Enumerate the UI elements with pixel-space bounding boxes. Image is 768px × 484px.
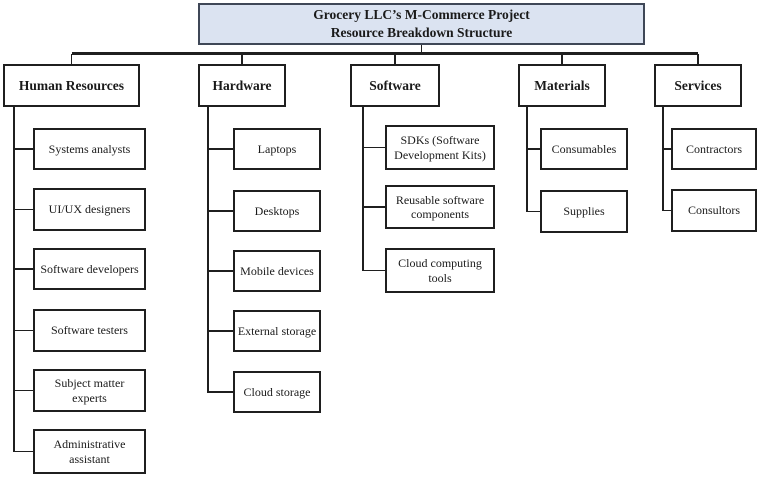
title-line-1: Grocery LLC’s M-Commerce Project xyxy=(313,7,530,22)
item-box-consumables: Consumables xyxy=(540,128,628,170)
column-line-services xyxy=(662,107,664,212)
category-label-materials: Materials xyxy=(534,77,590,93)
item-connector-supplies xyxy=(526,210,540,213)
item-label-sdks-software-development-kits: SDKs (Software Development Kits) xyxy=(394,133,486,162)
item-connector-consumables xyxy=(526,148,540,150)
item-label-mobile-devices: Mobile devices xyxy=(240,263,314,278)
item-connector-mobile-devices xyxy=(207,270,233,272)
trunk-line xyxy=(71,52,698,55)
item-connector-reusable-software-components xyxy=(362,206,385,208)
category-box-hardware: Hardware xyxy=(198,64,286,107)
item-label-cloud-storage: Cloud storage xyxy=(243,384,311,399)
item-box-subject-matter-experts: Subject matter experts xyxy=(33,369,146,412)
item-label-desktops: Desktops xyxy=(254,203,300,218)
item-label-contractors: Contractors xyxy=(686,141,742,156)
item-box-systems-analysts: Systems analysts xyxy=(33,128,146,170)
item-box-laptops: Laptops xyxy=(233,128,321,170)
item-box-software-testers: Software testers xyxy=(33,309,146,352)
category-label-hardware: Hardware xyxy=(212,77,272,93)
item-label-cloud-computing-tools: Cloud computing tools xyxy=(398,256,482,285)
column-line-human-resources xyxy=(13,107,15,453)
category-connector-materials xyxy=(561,54,563,64)
category-label-software: Software xyxy=(369,77,421,93)
item-label-subject-matter-experts: Subject matter experts xyxy=(54,376,125,405)
item-box-administrative-assistant: Administrative assistant xyxy=(33,429,146,474)
item-label-supplies: Supplies xyxy=(563,204,605,219)
item-label-systems-analysts: Systems analysts xyxy=(48,141,131,156)
item-box-software-developers: Software developers xyxy=(33,248,146,290)
item-label-external-storage: External storage xyxy=(237,323,317,338)
item-label-consultors: Consultors xyxy=(687,203,740,218)
title-line-2: Resource Breakdown Structure xyxy=(330,25,513,40)
category-box-software: Software xyxy=(350,64,440,107)
item-box-mobile-devices: Mobile devices xyxy=(233,250,321,292)
item-box-desktops: Desktops xyxy=(233,190,321,232)
category-connector-software xyxy=(394,54,396,64)
category-connector-hardware xyxy=(241,54,243,64)
item-box-external-storage: External storage xyxy=(233,310,321,352)
item-label-software-developers: Software developers xyxy=(40,261,139,276)
item-connector-consultors xyxy=(662,209,671,212)
item-connector-cloud-storage xyxy=(207,391,233,393)
title-box: Grocery LLC’s M-Commerce Project Resourc… xyxy=(198,3,645,45)
item-box-cloud-storage: Cloud storage xyxy=(233,371,321,413)
item-box-consultors: Consultors xyxy=(671,189,757,232)
column-line-hardware xyxy=(207,107,209,393)
item-connector-subject-matter-experts xyxy=(13,389,33,392)
item-connector-ui-ux-designers xyxy=(13,208,33,211)
category-box-materials: Materials xyxy=(518,64,606,107)
item-label-ui-ux-designers: UI/UX designers xyxy=(48,202,131,217)
category-connector-human-resources xyxy=(70,54,73,64)
category-label-human-resources: Human Resources xyxy=(18,77,125,93)
item-connector-contractors xyxy=(662,148,671,150)
item-connector-desktops xyxy=(207,210,233,212)
item-connector-external-storage xyxy=(207,330,233,332)
item-box-ui-ux-designers: UI/UX designers xyxy=(33,188,146,231)
item-box-contractors: Contractors xyxy=(671,128,757,170)
item-connector-sdks-software-development-kits xyxy=(362,146,385,149)
item-connector-cloud-computing-tools xyxy=(362,269,385,272)
item-label-software-testers: Software testers xyxy=(51,323,128,338)
column-line-materials xyxy=(526,107,528,213)
category-label-services: Services xyxy=(674,77,722,93)
item-connector-software-testers xyxy=(13,329,33,332)
item-connector-laptops xyxy=(207,148,233,150)
category-connector-services xyxy=(697,54,699,64)
column-line-software xyxy=(362,107,364,272)
category-box-services: Services xyxy=(654,64,742,107)
item-label-consumables: Consumables xyxy=(551,141,617,156)
item-label-administrative-assistant: Administrative assistant xyxy=(53,437,126,466)
item-connector-systems-analysts xyxy=(13,148,33,150)
item-label-reusable-software-components: Reusable software components xyxy=(395,192,485,222)
item-connector-administrative-assistant xyxy=(13,450,33,453)
item-connector-software-developers xyxy=(13,268,33,270)
item-box-cloud-computing-tools: Cloud computing tools xyxy=(385,248,495,293)
category-box-human-resources: Human Resources xyxy=(3,64,140,107)
title-to-trunk-connector xyxy=(420,45,423,55)
item-label-laptops: Laptops xyxy=(257,141,297,156)
item-box-sdks-software-development-kits: SDKs (Software Development Kits) xyxy=(385,125,495,170)
item-box-reusable-software-components: Reusable software components xyxy=(385,185,495,229)
item-box-supplies: Supplies xyxy=(540,190,628,233)
